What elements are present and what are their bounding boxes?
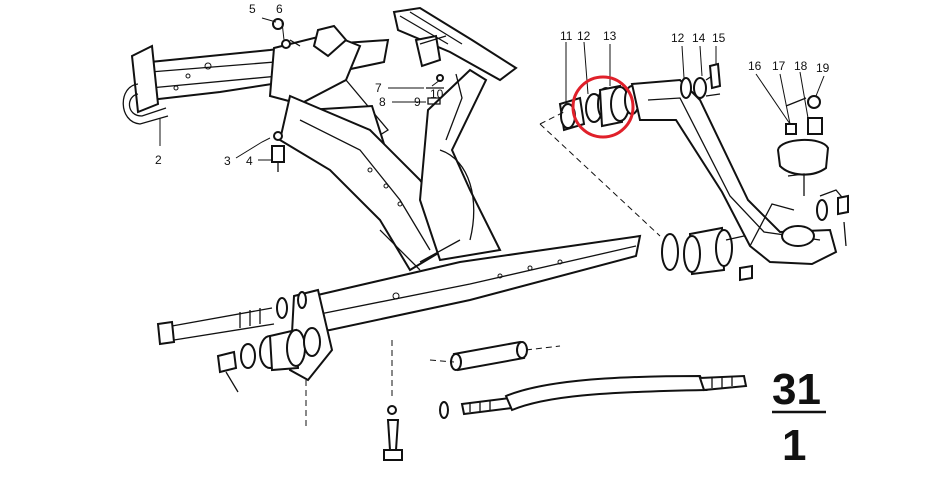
axle-carrier	[122, 24, 642, 382]
callout-9: 9	[414, 95, 421, 109]
lower-fasteners	[383, 340, 561, 461]
callout-17: 17	[772, 59, 786, 73]
callout-7: 7	[375, 81, 382, 95]
callout-labels: 2 3 4 5 6 7 8 9 10 11 12 13 12 14 15 16 …	[155, 2, 830, 168]
callout-10: 10	[430, 87, 444, 101]
callout-18: 18	[794, 59, 808, 73]
group-number-top: 31	[772, 365, 821, 414]
highlight-circle	[571, 75, 635, 139]
callout-2: 2	[155, 153, 162, 167]
callout-11: 11	[560, 29, 573, 43]
callout-19: 19	[816, 61, 830, 75]
callout-12-left: 12	[577, 29, 591, 43]
pedal-plate	[392, 6, 518, 82]
callout-12-right: 12	[671, 31, 685, 45]
group-number-bottom: 1	[782, 421, 806, 470]
callout-14: 14	[692, 31, 706, 45]
bushing-bolt-left	[156, 291, 321, 430]
callout-4: 4	[246, 154, 253, 168]
callout-6: 6	[276, 2, 283, 16]
callout-16: 16	[748, 59, 762, 73]
callout-15: 15	[712, 31, 726, 45]
control-arm	[539, 62, 849, 282]
callout-5: 5	[249, 2, 256, 16]
callout-3: 3	[224, 154, 231, 168]
thrust-rod	[439, 374, 748, 419]
group-number: 31 1	[772, 365, 826, 470]
callout-13: 13	[603, 29, 617, 43]
callout-8: 8	[379, 95, 386, 109]
